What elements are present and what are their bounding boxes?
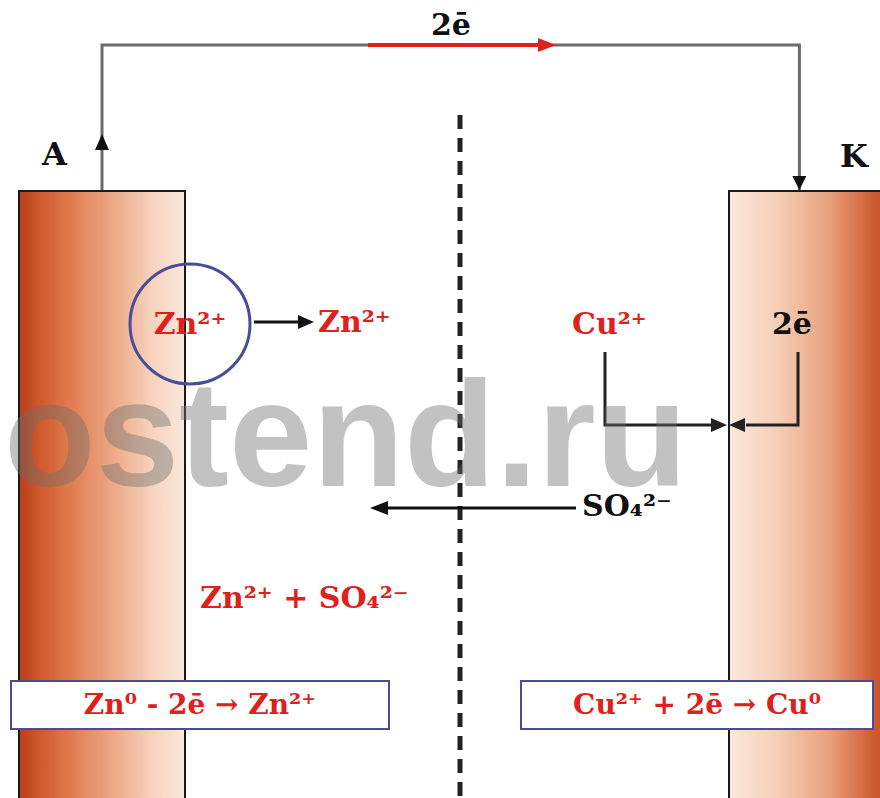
half-reaction-box: Cu²⁺ + 2ē → Cu⁰ xyxy=(520,680,874,730)
electron-label-holder: 2ē xyxy=(772,306,812,342)
ion-pair-label: Zn²⁺ + SO₄²⁻ xyxy=(200,580,409,616)
ion-label: Zn²⁺ xyxy=(154,306,227,342)
ion-label: Cu²⁺ xyxy=(572,306,647,342)
half-reaction-box: Zn⁰ - 2ē → Zn²⁺ xyxy=(10,680,390,730)
external-wire xyxy=(102,45,799,190)
wire-arrowhead xyxy=(95,134,109,150)
electrode-name: K xyxy=(840,137,868,175)
ion-pair-label-holder: Zn²⁺ + SO₄²⁻ xyxy=(200,580,409,616)
watermark: ostend.ru xyxy=(4,359,687,509)
edge-label-holder: 2ē xyxy=(431,7,471,43)
ion-label-holder: Cu²⁺ xyxy=(572,306,647,342)
electrode-name: A xyxy=(42,135,67,173)
watermark-holder: ostend.ru xyxy=(4,359,687,509)
half-reaction: Zn⁰ - 2ē → Zn²⁺ xyxy=(84,688,316,722)
ion-release-arrow xyxy=(254,315,314,329)
connector-group xyxy=(102,45,799,190)
electron-label: 2ē xyxy=(772,306,812,342)
ion-label-holder: Zn²⁺ xyxy=(318,304,391,340)
electron-label: 2ē xyxy=(431,7,471,43)
half-reaction: Cu²⁺ + 2ē → Cu⁰ xyxy=(573,688,821,722)
ion-label: Zn²⁺ xyxy=(318,304,391,340)
